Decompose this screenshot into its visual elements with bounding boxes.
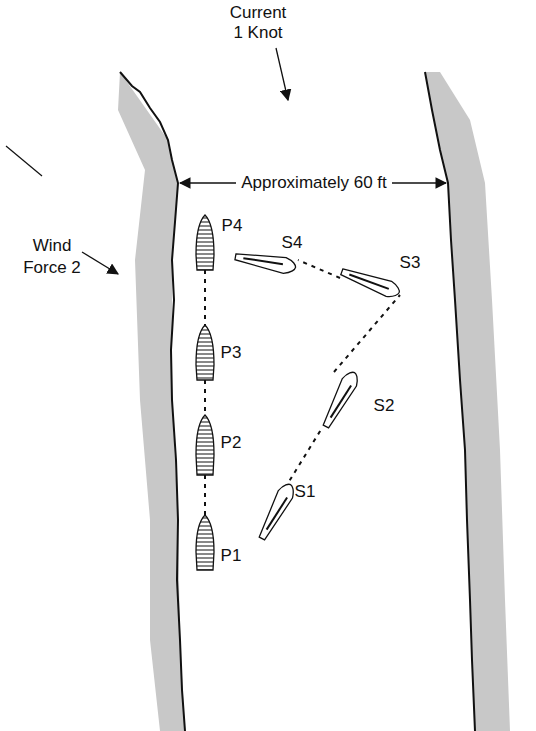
powerboats (196, 215, 214, 570)
wind-force: Force 2 (23, 258, 81, 278)
dimension-line (180, 182, 236, 183)
current-speed: 1 Knot (233, 23, 282, 43)
powerboat-track (204, 270, 206, 515)
boat-label: S3 (400, 253, 421, 273)
boat-label: S1 (295, 482, 316, 502)
dimension-label: Approximately 60 ft (237, 173, 391, 193)
left-bank (118, 72, 185, 731)
wind-line (6, 146, 42, 176)
boat-label: P1 (221, 546, 242, 566)
sailboats (234, 249, 402, 542)
right-bank (425, 72, 510, 731)
boat-label: P2 (221, 433, 242, 453)
current-label: Current (230, 3, 287, 23)
boat-label: S4 (282, 233, 303, 253)
current-arrow (276, 48, 288, 100)
boat-label: S2 (374, 396, 395, 416)
left-shoreline (120, 72, 185, 731)
dimension-line (392, 182, 446, 183)
right-shoreline (425, 72, 475, 731)
wind-arrow (82, 252, 118, 274)
boat-label: P3 (221, 343, 242, 363)
boat-label: P4 (222, 216, 243, 236)
wind-label: Wind (33, 236, 72, 256)
